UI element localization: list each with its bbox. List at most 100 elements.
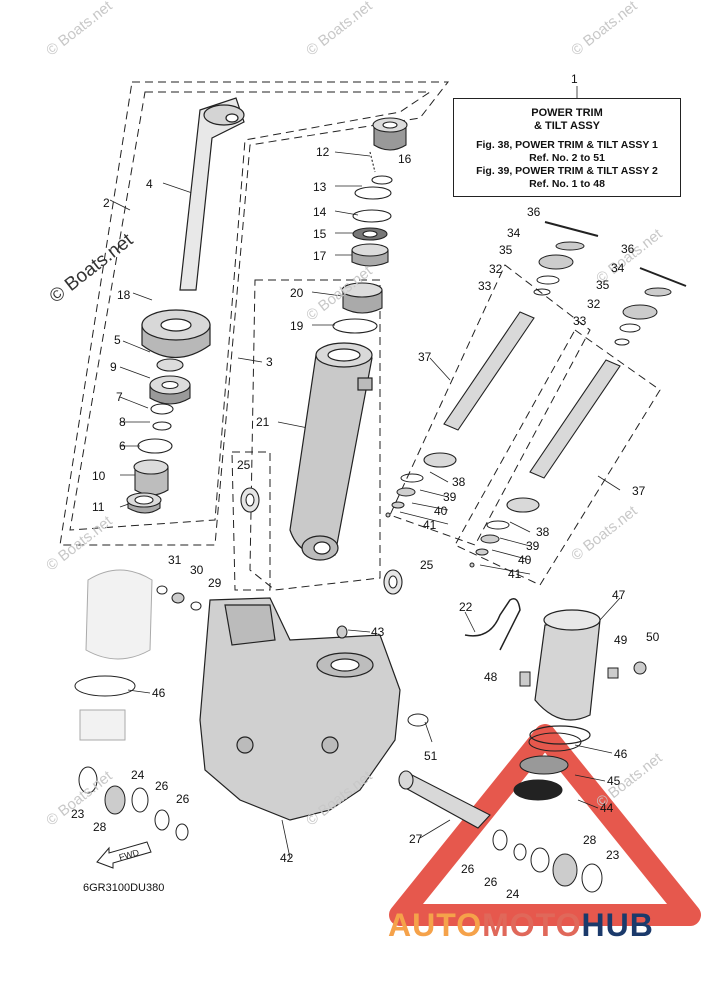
- callout-41-b: 41: [508, 567, 522, 581]
- callout-26-d: 26: [484, 875, 498, 889]
- part-37-rods: [423, 311, 621, 513]
- title-line-1: POWER TRIM: [531, 107, 603, 119]
- callout-45: 45: [607, 774, 621, 788]
- callout-38-b: 38: [536, 525, 550, 539]
- callout-40-a: 40: [434, 504, 448, 518]
- callout-49: 49: [614, 633, 628, 647]
- callout-23-left: 23: [71, 807, 85, 821]
- ref2-line-2: Ref. No. 1 to 48: [529, 178, 605, 190]
- callout-37-a: 37: [418, 350, 432, 364]
- callout-48: 48: [484, 670, 498, 684]
- callout-16: 16: [398, 152, 412, 166]
- callout-24-right: 24: [506, 887, 520, 901]
- fwd-arrow-icon: FWD: [96, 841, 152, 869]
- callout-23-right: 23: [606, 848, 620, 862]
- callout-2: 2: [103, 196, 110, 210]
- callout-24-left: 24: [131, 768, 145, 782]
- ref1-line-2: Ref. No. 2 to 51: [529, 152, 605, 164]
- leader-lines: [109, 86, 621, 859]
- callout-13: 13: [313, 180, 327, 194]
- callout-26-a: 26: [155, 779, 169, 793]
- callout-34-b: 34: [611, 261, 625, 275]
- callout-8: 8: [119, 415, 126, 429]
- callout-21: 21: [256, 415, 270, 429]
- callout-1: 1: [571, 72, 578, 86]
- callout-30: 30: [190, 563, 204, 577]
- callout-32-a: 32: [489, 262, 503, 276]
- diagram-code: 6GR3100DU380: [83, 882, 165, 894]
- callout-3: 3: [266, 355, 273, 369]
- callout-9: 9: [110, 360, 117, 374]
- callout-6: 6: [119, 439, 126, 453]
- callout-31: 31: [168, 553, 182, 567]
- callout-38-a: 38: [452, 475, 466, 489]
- callout-39-a: 39: [443, 490, 457, 504]
- callout-50: 50: [646, 630, 660, 644]
- callout-33-a: 33: [478, 279, 492, 293]
- part-25-seals: [240, 487, 403, 595]
- callout-27: 27: [409, 832, 423, 846]
- callout-5: 5: [114, 333, 121, 347]
- title-box: POWER TRIM & TILT ASSY Fig. 38, POWER TR…: [453, 98, 681, 197]
- misc-small-parts: [78, 585, 647, 893]
- callout-39-b: 39: [526, 539, 540, 553]
- callout-37-b: 37: [632, 484, 646, 498]
- brand-part-1: AUTO: [388, 907, 483, 943]
- callout-26-c: 26: [461, 862, 475, 876]
- callout-25-right: 25: [420, 558, 434, 572]
- brand-part-2: MOTO: [482, 907, 582, 943]
- part-42-housing: [199, 597, 401, 821]
- callout-47: 47: [612, 588, 626, 602]
- automotohub-logo: AUTOMOTOHUB: [388, 907, 654, 944]
- title-line-2: & TILT ASSY: [534, 120, 600, 132]
- callout-28-right: 28: [583, 833, 597, 847]
- callout-19: 19: [290, 319, 304, 333]
- part-18-seal-ring: [141, 309, 211, 358]
- callout-40-b: 40: [518, 553, 532, 567]
- callout-18: 18: [117, 288, 131, 302]
- callout-43: 43: [371, 625, 385, 639]
- callout-35-a: 35: [499, 243, 513, 257]
- part-47-motor: [529, 609, 601, 745]
- callout-25-top: 25: [237, 458, 251, 472]
- part-21-cylinder: [289, 342, 373, 561]
- callout-11: 11: [92, 500, 105, 514]
- callout-12: 12: [316, 145, 330, 159]
- callout-29: 29: [208, 576, 222, 590]
- callout-44: 44: [600, 801, 614, 815]
- callout-33-b: 33: [573, 314, 587, 328]
- callout-28-left: 28: [93, 820, 107, 834]
- callout-14: 14: [313, 205, 327, 219]
- brand-part-3: HUB: [581, 907, 654, 943]
- callout-26-b: 26: [176, 792, 190, 806]
- callout-22: 22: [459, 600, 473, 614]
- callout-36-b: 36: [621, 242, 635, 256]
- group-outlines: [59, 81, 661, 591]
- callout-7: 7: [116, 390, 123, 404]
- ref2-line-1: Fig. 39, POWER TRIM & TILT ASSY 2: [476, 165, 658, 177]
- callout-15: 15: [313, 227, 327, 241]
- parts-left-stack: [126, 358, 191, 514]
- callout-10: 10: [92, 469, 106, 483]
- callout-4: 4: [146, 177, 153, 191]
- callout-17: 17: [313, 249, 327, 263]
- callout-46-right: 46: [614, 747, 628, 761]
- callout-51: 51: [424, 749, 438, 763]
- part-4-rod: [179, 97, 245, 291]
- parts-upper-stack: [332, 117, 408, 334]
- callout-36-a: 36: [527, 205, 541, 219]
- callout-20: 20: [290, 286, 304, 300]
- callout-35-b: 35: [596, 278, 610, 292]
- parts-valve-rings: [533, 221, 687, 346]
- callout-42: 42: [280, 851, 294, 865]
- parts-38-41: [385, 473, 510, 568]
- part-22-pipe: [464, 598, 521, 651]
- callout-34-a: 34: [507, 226, 521, 240]
- part-27-shaft: [398, 770, 491, 829]
- ref1-line-1: Fig. 38, POWER TRIM & TILT ASSY 1: [476, 139, 658, 151]
- callout-32-b: 32: [587, 297, 601, 311]
- motor-ghost-left: [74, 569, 153, 741]
- callout-46-left: 46: [152, 686, 166, 700]
- callout-41-a: 41: [423, 518, 437, 532]
